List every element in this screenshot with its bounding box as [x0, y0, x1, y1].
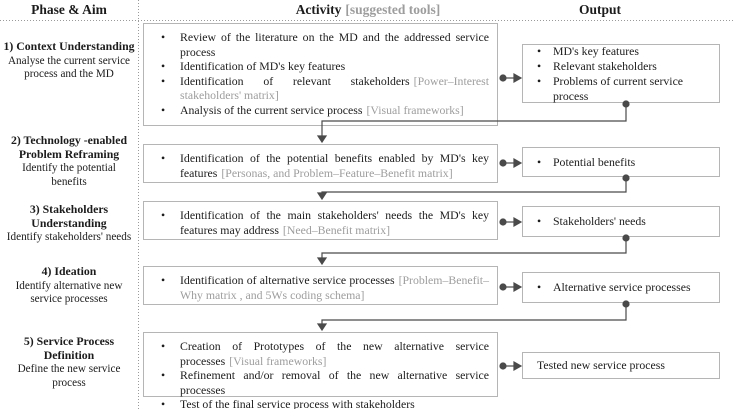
phase-4-ideation: 4) Ideation Identify alternative new ser…: [3, 264, 135, 307]
activity-bullet: Creation of Prototypes of the new altern…: [154, 339, 489, 368]
activity-text: Identification of relevant stakeholders: [180, 73, 410, 88]
phase-1-context-understanding: 1) Context Understanding Analyse the cur…: [3, 39, 135, 82]
activity-bullet: Analysis of the current service process[…: [154, 103, 489, 118]
output-item-list: Alternative service processes: [535, 280, 691, 295]
activity-box-1: Review of the literature on the MD and t…: [143, 23, 498, 126]
phase-title: 4) Ideation: [41, 264, 97, 278]
tool-text: [Problem–Benefit–Why matrix , and 5Ws co…: [180, 273, 489, 302]
output-item-list: MD's key features Relevant stakeholders …: [535, 44, 715, 104]
output-item-list: Potential benefits: [535, 155, 635, 170]
output-item-list: Tested new service process: [535, 358, 665, 373]
output-box-5: Tested new service process: [522, 352, 720, 379]
output-item: Tested new service process: [537, 358, 665, 372]
tool-text: [Visual frameworks]: [229, 353, 327, 368]
output-item: Alternative service processes: [535, 280, 691, 295]
column-header-activity: Activity[suggested tools]: [138, 2, 598, 18]
connector-activity4-output4: [499, 281, 523, 293]
phase-aim: Identify the potential benefits: [22, 162, 116, 188]
activity-box-5: Creation of Prototypes of the new altern…: [143, 332, 498, 409]
activity-text: Review of the literature on the MD and t…: [180, 30, 489, 59]
activity-header-label: Activity: [295, 2, 342, 17]
output-item-list: Stakeholders' needs: [535, 214, 646, 229]
phase-5-service-process-definition: 5) Service Process Definition Define the…: [3, 334, 135, 390]
connector-output4-activity5: [316, 300, 630, 332]
output-item: Potential benefits: [535, 155, 635, 170]
activity-box-3: Identification of the main stakeholders'…: [143, 201, 498, 240]
activity-bullet: Review of the literature on the MD and t…: [154, 30, 489, 59]
activity-text: Identification of the potential benefits…: [180, 151, 489, 180]
output-item: Stakeholders' needs: [535, 214, 646, 229]
activity-bullet-list: Identification of the main stakeholders'…: [154, 208, 489, 237]
tool-text: [Power–Interest stakeholders' matrix]: [180, 73, 489, 103]
activity-bullet: Identification of alternative service pr…: [154, 273, 489, 302]
activity-text: Identification of the main stakeholders'…: [180, 208, 489, 237]
connector-activity2-output2: [499, 157, 523, 169]
activity-text: Analysis of the current service process: [180, 102, 363, 117]
activity-text: Refinement and/or removal of the new alt…: [180, 368, 489, 397]
phase-title: 5) Service Process Definition: [23, 334, 115, 362]
phase-title: 1) Context Understanding: [3, 39, 135, 53]
activity-box-2: Identification of the potential benefits…: [143, 144, 498, 183]
output-item: Relevant stakeholders: [535, 59, 715, 74]
suggested-tools-label: [suggested tools]: [345, 2, 441, 17]
phase-title: 3) Stakeholders Understanding: [29, 202, 109, 230]
activity-bullet: Identification of the potential benefits…: [154, 151, 489, 180]
activity-text: Identification of MD's key features: [180, 59, 346, 73]
phase-title: 2) Technology -enabled Problem Reframing: [10, 133, 128, 161]
connector-activity3-output3: [499, 216, 523, 228]
phase-3-stakeholders-understanding: 3) Stakeholders Understanding Identify s…: [3, 202, 135, 245]
activity-bullet: Identification of the main stakeholders'…: [154, 208, 489, 237]
output-box-2: Potential benefits: [522, 147, 720, 177]
activity-bullet-list: Identification of alternative service pr…: [154, 273, 489, 302]
output-box-3: Stakeholders' needs: [522, 206, 720, 237]
header-dotted-divider: [0, 20, 734, 21]
phase-2-problem-reframing: 2) Technology -enabled Problem Reframing…: [3, 133, 135, 189]
activity-bullet-list: Creation of Prototypes of the new altern…: [154, 339, 489, 409]
activity-text: Identification of alternative service pr…: [180, 273, 395, 287]
activity-bullet-list: Identification of the potential benefits…: [154, 151, 489, 180]
output-item: MD's key features: [535, 44, 715, 59]
phase-aim: Identify stakeholders' needs: [6, 231, 132, 243]
tool-text: [Personas, and Problem–Feature–Benefit m…: [221, 165, 453, 180]
tool-text: [Visual frameworks]: [366, 102, 464, 117]
activity-bullet: Test of the final service process with s…: [154, 397, 489, 409]
activity-box-4: Identification of alternative service pr…: [143, 266, 498, 305]
phase-aim: Identify alternative new service process…: [15, 279, 123, 306]
activity-bullet-list: Review of the literature on the MD and t…: [154, 30, 489, 117]
column-header-output: Output: [578, 2, 622, 17]
connector-activity5-output5: [499, 360, 523, 372]
output-box-4: Alternative service processes: [522, 272, 720, 303]
column-header-phase-aim: Phase & Aim: [31, 2, 107, 17]
activity-bullet: Identification of relevant stakeholders[…: [154, 74, 489, 103]
phase-aim: Define the new service process: [17, 363, 121, 389]
activity-text: Creation of Prototypes of the new altern…: [180, 339, 489, 368]
tool-text: [Need–Benefit matrix]: [282, 222, 391, 237]
connector-activity1-output1: [499, 72, 523, 84]
activity-bullet: Identification of MD's key features: [154, 59, 489, 74]
phase-column-dotted-divider: [138, 0, 139, 409]
activity-bullet: Refinement and/or removal of the new alt…: [154, 368, 489, 397]
output-item: Problems of current service process: [535, 74, 715, 104]
output-box-1: MD's key features Relevant stakeholders …: [522, 44, 720, 103]
activity-text: Test of the final service process with s…: [180, 397, 415, 409]
phase-aim: Analyse the current service process and …: [7, 54, 131, 81]
